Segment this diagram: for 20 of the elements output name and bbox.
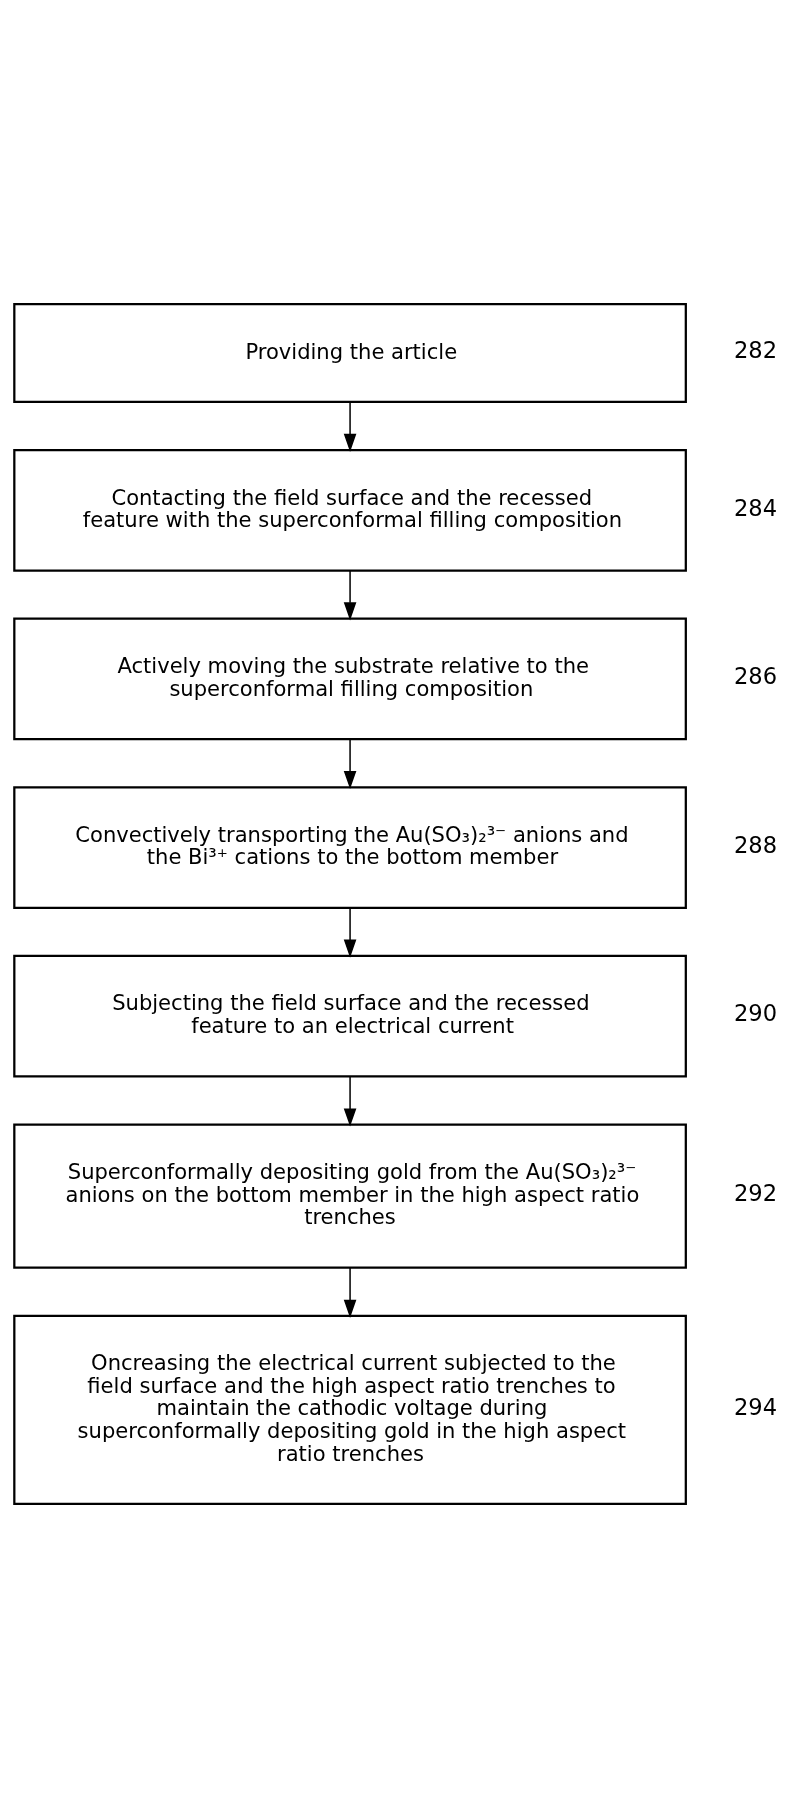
node-label: 290 xyxy=(733,999,778,1026)
arrow xyxy=(343,1266,357,1318)
node-label: 288 xyxy=(733,831,778,858)
node-box: Contacting the field surface and the recessed feature with the superconformal filling composition xyxy=(13,448,687,572)
node-box: Superconformally depositing gold from the Au(SO₃)₂³⁻ anions on the bottom member in the high aspect ratio trenches xyxy=(13,1122,687,1269)
node-box: Oncreasing the electrical current subjected to the field surface and the high aspect ratio trenches to maintain the cathodic voltage during superconformally depositing gold in the high aspect ratio trenches xyxy=(13,1314,687,1505)
node-box: Subjecting the field surface and the recessed feature to an electrical current xyxy=(13,954,687,1078)
arrow xyxy=(343,569,357,620)
node-label: 286 xyxy=(733,662,778,689)
node-box: Actively moving the substrate relative to the superconformal filling composition xyxy=(13,617,687,740)
node-label: 292 xyxy=(733,1179,778,1206)
node-box: Convectively transporting the Au(SO₃)₂³⁻ anions and the Bi³⁺ cations to the bottom member xyxy=(13,785,687,909)
node-label: 282 xyxy=(733,336,778,363)
arrow xyxy=(343,400,357,452)
arrow xyxy=(343,906,357,958)
arrow xyxy=(343,738,357,789)
node-label: 294 xyxy=(733,1393,778,1420)
node-box: Providing the article xyxy=(13,302,687,403)
arrow xyxy=(343,1075,357,1127)
node-label: 284 xyxy=(733,494,778,521)
